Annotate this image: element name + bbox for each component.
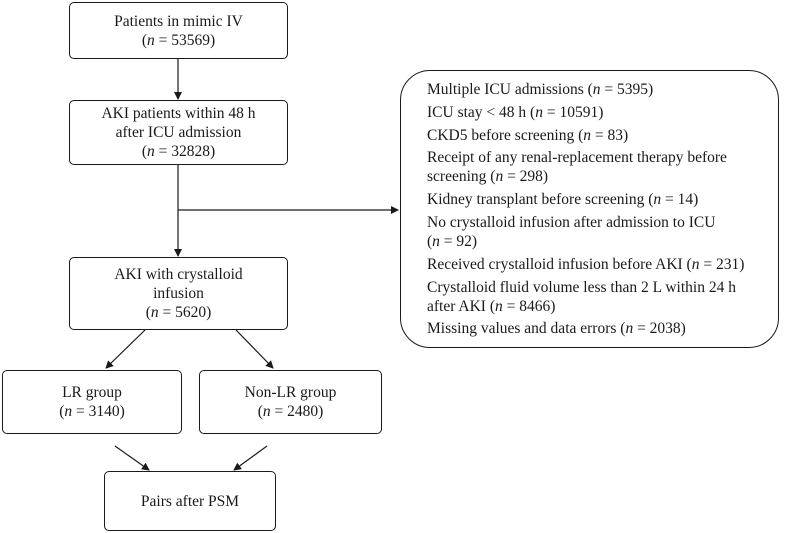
arrow-crystalloid-to-nonlr <box>235 329 274 369</box>
box-aki48-line1: AKI patients within 48 h <box>101 105 256 122</box>
exclusion-line: CKD5 before screening (n = 83) <box>427 126 629 144</box>
arrow-lr-to-psm <box>114 445 150 471</box>
box-aki-48h: AKI patients within 48 h after ICU admis… <box>69 100 288 165</box>
box-psm-line1: Pairs after PSM <box>140 492 240 510</box>
box-crystalloid-line1: AKI with crystalloid <box>114 266 243 283</box>
box-non-lr-group: Non-LR group (n = 2480) <box>199 370 382 434</box>
exclusion-line: (n = 92) <box>427 232 478 250</box>
box-lr-line1: LR group <box>62 384 122 401</box>
box-nonlr-line1: Non-LR group <box>244 384 337 401</box>
exclusion-item: Kidney transplant before screening (n = … <box>427 190 770 209</box>
exclusion-line: screening (n = 298) <box>427 168 549 186</box>
exclusion-item: CKD5 before screening (n = 83) <box>427 126 770 145</box>
exclusion-criteria-box: Multiple ICU admissions (n = 5395) ICU s… <box>400 70 779 348</box>
box-mimic-line1: Patients in mimic IV <box>114 12 243 30</box>
box-aki-crystalloid: AKI with crystalloid infusion (n = 5620) <box>69 257 288 330</box>
exclusion-item: Crystalloid fluid volume less than 2 L w… <box>427 278 770 316</box>
exclusion-item: Missing values and data errors (n = 2038… <box>427 319 770 338</box>
exclusion-line: Missing values and data errors (n = 2038… <box>427 320 686 338</box>
exclusion-item: Receipt of any renal-replacement therapy… <box>427 148 770 186</box>
box-crystalloid-line2: infusion <box>153 285 204 302</box>
exclusion-line: Receipt of any renal-replacement therapy… <box>427 149 727 167</box>
arrow-nonlr-to-psm <box>233 445 268 471</box>
exclusion-line: Kidney transplant before screening (n = … <box>427 191 699 209</box>
box-aki48-line3: (n = 32828) <box>141 143 216 160</box>
exclusion-item: No crystalloid infusion after admission … <box>427 213 770 251</box>
box-nonlr-line2: (n = 2480) <box>257 403 324 420</box>
box-crystalloid-line3: (n = 5620) <box>145 304 212 321</box>
exclusion-line: after AKI (n = 8466) <box>427 297 556 315</box>
box-aki48-line2: after ICU admission <box>115 124 242 141</box>
box-patients-mimic: Patients in mimic IV (n = 53569) <box>69 2 288 59</box>
box-lr-group: LR group (n = 3140) <box>2 370 182 434</box>
box-lr-line2: (n = 3140) <box>59 403 125 420</box>
box-pairs-after-psm: Pairs after PSM <box>104 471 276 531</box>
exclusion-item: Multiple ICU admissions (n = 5395) <box>427 80 770 99</box>
exclusion-list: Multiple ICU admissions (n = 5395) ICU s… <box>427 80 770 338</box>
exclusion-line: ICU stay < 48 h (n = 10591) <box>427 103 604 121</box>
box-mimic-line2: (n = 53569) <box>141 31 216 49</box>
exclusion-item: Received crystalloid infusion before AKI… <box>427 255 770 274</box>
exclusion-item: ICU stay < 48 h (n = 10591) <box>427 103 770 122</box>
exclusion-line: Crystalloid fluid volume less than 2 L w… <box>427 278 736 296</box>
exclusion-line: No crystalloid infusion after admission … <box>427 213 716 231</box>
exclusion-line: Multiple ICU admissions (n = 5395) <box>427 81 654 98</box>
exclusion-line: Received crystalloid infusion before AKI… <box>427 255 745 273</box>
arrow-crystalloid-to-lr <box>105 329 146 369</box>
